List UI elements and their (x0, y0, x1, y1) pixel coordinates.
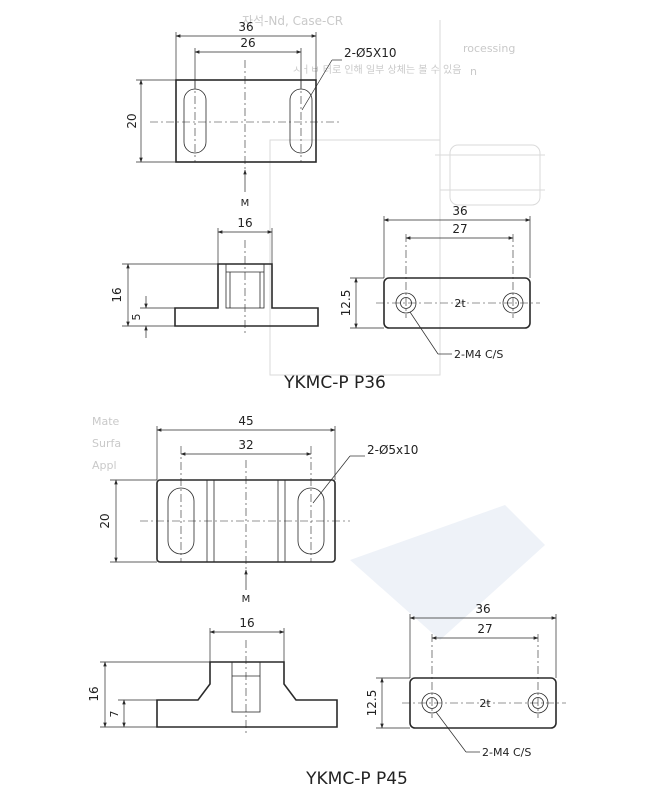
p45-bottom-view: 2t 36 27 12.5 2-M4 C/S (365, 602, 566, 759)
p36-side-magnet (225, 263, 265, 309)
p45-side-view: 16 16 7 (87, 616, 338, 736)
countersink-inner (507, 297, 519, 309)
p36-side-height-label: 16 (110, 287, 124, 302)
ghost-text: Mate (92, 415, 120, 428)
countersink-inner (532, 697, 544, 709)
p36-top-width-label: 36 (238, 20, 253, 34)
p36-bottom-height-label: 12.5 (339, 290, 353, 317)
p36-side-body (174, 263, 319, 327)
p45-top-view: 45 32 20 2-Ø5x10 M (98, 414, 418, 605)
ghost-text: 자석-Nd, Case-CR (242, 14, 343, 28)
leader-line (435, 711, 467, 753)
ghost-text: Appl (92, 459, 117, 472)
p45-hole-right (527, 634, 549, 718)
p45-bottom-inner-label: 27 (477, 622, 492, 636)
p36-top-body (175, 79, 317, 163)
p36-top-inner-label: 26 (240, 36, 255, 50)
p45-hole-left (421, 634, 443, 718)
p45-top-inner-label: 32 (238, 438, 253, 452)
p45-top-height-label: 20 (98, 513, 112, 528)
p36-hole-right (502, 234, 524, 318)
p36-side-base-label: 5 (130, 314, 143, 321)
p36-bottom-inner-label: 27 (452, 222, 467, 236)
ghost-photo (350, 505, 545, 640)
ghost-text: n (470, 65, 477, 78)
p36-bottom-view: 2t 36 27 12.5 2-M4 C/S (339, 204, 540, 361)
p45-hole-note: 2-Ø5x10 (367, 443, 418, 457)
leader-line (409, 311, 439, 355)
countersink-inner (400, 297, 412, 309)
p36-top-view: 36 26 20 2-Ø5X10 M (125, 20, 397, 209)
p45-bottom-width-label: 36 (475, 602, 490, 616)
p45-screw-note: 2-M4 C/S (482, 746, 531, 759)
p36-arrow-label: M (241, 198, 250, 209)
p45-side-width-label: 16 (239, 616, 254, 630)
p45-side-body (156, 661, 338, 728)
p36-side-width-label: 16 (237, 216, 252, 230)
ghost-rect (449, 144, 541, 206)
countersink-inner (426, 697, 438, 709)
leader-line (312, 455, 351, 504)
ghost-frame (269, 139, 441, 376)
ghost-text: ㅅㅓㅂ 터로 인해 일부 상체는 볼 수 있음 (292, 63, 461, 76)
p45-arrow-label: M (242, 594, 251, 605)
p45-bottom-height-label: 12.5 (365, 690, 379, 717)
p36-caption: YKMC-P P36 (283, 373, 386, 393)
p36-top-height-label: 20 (125, 113, 139, 128)
p36-screw-note: 2-M4 C/S (454, 348, 503, 361)
p45-caption: YKMC-P P45 (305, 769, 408, 789)
p36-side-view: 16 16 5 (110, 216, 319, 338)
p45-bottom-center-label: 2t (479, 697, 491, 710)
p36-bottom-width-label: 36 (452, 204, 467, 218)
p45-side-height-label: 16 (87, 686, 101, 701)
p45-top-width-label: 45 (238, 414, 253, 428)
ghost-text: Surfa (92, 437, 121, 450)
p36-hole-left (395, 234, 417, 318)
background-ghost-layer: 자석-Nd, Case-CR rocessing n ㅅㅓㅂ 터로 인해 일부 … (92, 14, 545, 640)
ghost-text: rocessing (463, 42, 515, 55)
p36-hole-note: 2-Ø5X10 (344, 46, 397, 60)
leader-line (301, 59, 333, 111)
p36-bottom-center-label: 2t (454, 297, 466, 310)
p45-side-base-label: 7 (108, 711, 121, 718)
